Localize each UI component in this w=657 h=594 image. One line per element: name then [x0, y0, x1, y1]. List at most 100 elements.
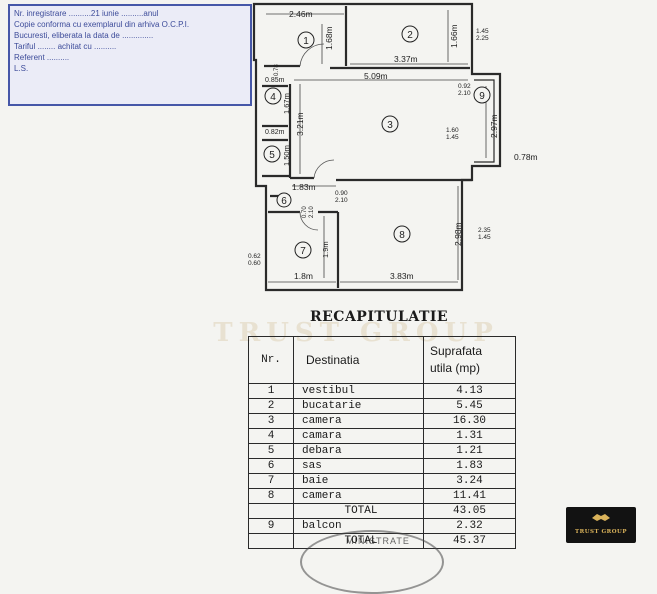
stamp-line: Nr. inregistrare ..........21 iunie ....…: [14, 9, 159, 18]
cell-area: 4.13: [423, 383, 516, 399]
table-row: 5 debara 1.21: [248, 443, 516, 459]
cell-nr: 2: [248, 398, 294, 414]
table-row: 2 bucatarie 5.45: [248, 398, 516, 414]
cell-nr: 9: [248, 518, 294, 534]
stamp-line: Tariful ........ achitat cu ..........: [14, 42, 117, 51]
floor-plan-document: Nr. inregistrare ..........21 iunie ....…: [8, 2, 636, 594]
dimension-label: 0.85m: [265, 77, 285, 84]
cell-nr: [248, 533, 294, 549]
cell-nr: 8: [248, 488, 294, 504]
cell-destination: bucatarie: [293, 398, 424, 414]
room-number: 9: [479, 91, 485, 102]
cell-destination: vestibul: [293, 383, 424, 399]
total-label: TOTAL: [293, 503, 424, 519]
dimension-label: 5.09m: [364, 71, 388, 81]
dimension-label: 3.37m: [394, 54, 418, 64]
cell-area: 1.83: [423, 458, 516, 474]
dimension-label: 2.46m: [289, 9, 313, 19]
header-area-line2: utila (mp): [430, 361, 481, 375]
header-area-line1: Suprafata: [430, 344, 483, 358]
room-number: 1: [303, 36, 309, 47]
total-area: 43.05: [423, 503, 516, 519]
cell-nr: 1: [248, 383, 294, 399]
table-row: 6 sas 1.83: [248, 458, 516, 474]
dimension-label: 0.92: [458, 83, 471, 90]
dimension-label: 2.35: [478, 227, 491, 234]
floor-plan-drawing: 1 2 3 4 5 6 7 8 9 2.46m 1.68m 3.37m 1.66…: [248, 2, 538, 292]
room-number: 8: [399, 230, 405, 241]
recap-title: RECAPITULATIE: [310, 309, 449, 325]
cell-nr: 5: [248, 443, 294, 459]
dimension-label: 2.25: [476, 35, 489, 42]
cell-nr: [248, 503, 294, 519]
cell-destination: camera: [293, 488, 424, 504]
table-row: 3 camera 16.30: [248, 413, 516, 429]
room-number: 7: [300, 246, 306, 257]
dimension-label: 0.70: [302, 206, 308, 218]
total-row: TOTAL 43.05: [248, 503, 516, 519]
cell-nr: 7: [248, 473, 294, 489]
cell-area: 11.41: [423, 488, 516, 504]
dimension-label: 0.90: [335, 190, 348, 197]
cell-area: 5.45: [423, 398, 516, 414]
total-row: TOTAL 45.37: [248, 533, 516, 549]
dimension-label: 1.45: [446, 134, 459, 141]
dimension-label: 1.68m: [324, 26, 334, 50]
cell-destination: camera: [293, 413, 424, 429]
dimension-label: 1.60: [446, 127, 459, 134]
registration-stamp: Nr. inregistrare ..........21 iunie ....…: [8, 4, 252, 106]
dimension-label: 0.78m: [514, 152, 538, 162]
stamp-line: L.S.: [14, 64, 29, 73]
cell-destination: baie: [293, 473, 424, 489]
room-number: 2: [407, 30, 413, 41]
dimension-label: 1.66m: [449, 24, 459, 48]
handshake-icon: [592, 514, 610, 521]
dimension-label: 1.9m: [321, 241, 330, 258]
logo-text: TRUST GROUP: [575, 529, 627, 535]
dimension-label: 2.10: [335, 197, 348, 204]
dimension-label: 0.82m: [265, 129, 285, 136]
cell-destination: sas: [293, 458, 424, 474]
dimension-label: 2.10: [309, 206, 315, 218]
dimension-label: 1.83m: [292, 182, 316, 192]
dimension-label: 1.8m: [294, 271, 313, 281]
stamp-line: Bucuresti, eliberata la data de ........…: [14, 31, 154, 40]
dimension-label: 2.98m: [453, 222, 463, 246]
dimension-label: 0.62: [248, 253, 261, 260]
company-logo: TRUST GROUP: [566, 507, 636, 543]
room-number: 6: [281, 196, 287, 207]
dimension-label: 2.10: [458, 90, 471, 97]
table-row: 4 camara 1.31: [248, 428, 516, 444]
table-row: 7 baie 3.24: [248, 473, 516, 489]
cell-destination: debara: [293, 443, 424, 459]
dimension-label: 1.50m: [282, 145, 291, 166]
recap-table: Nr. Destinatia Suprafata utila (mp) 1 ve…: [248, 336, 516, 549]
dimension-label: 1.45: [478, 234, 491, 241]
room-number: 5: [269, 150, 275, 161]
cell-area: 1.21: [423, 443, 516, 459]
cell-area: 3.24: [423, 473, 516, 489]
header-area: Suprafata utila (mp): [423, 336, 516, 384]
table-row: 1 vestibul 4.13: [248, 383, 516, 399]
dimension-label: 0.60: [248, 260, 261, 267]
room-number: 4: [270, 92, 276, 103]
dimension-label: 2.97m: [489, 114, 499, 138]
header-destination: Destinatia: [293, 336, 424, 384]
total-label: TOTAL: [293, 533, 424, 549]
cell-area: 1.31: [423, 428, 516, 444]
cell-nr: 6: [248, 458, 294, 474]
stamp-line: Copie conforma cu exemplarul din arhiva …: [14, 20, 190, 29]
cell-nr: 4: [248, 428, 294, 444]
room-number: 3: [387, 120, 393, 131]
cell-nr: 3: [248, 413, 294, 429]
cell-destination: camara: [293, 428, 424, 444]
stamp-line: Referent ..........: [14, 53, 70, 62]
dimension-label: 1.67m: [282, 93, 291, 114]
cell-area: 16.30: [423, 413, 516, 429]
cell-destination: balcon: [293, 518, 424, 534]
dimension-label: 3.21m: [295, 112, 305, 136]
table-row: 9 balcon 2.32: [248, 518, 516, 534]
table-row: 8 camera 11.41: [248, 488, 516, 504]
dimension-label: 0.78: [274, 64, 280, 76]
cell-area: 2.32: [423, 518, 516, 534]
